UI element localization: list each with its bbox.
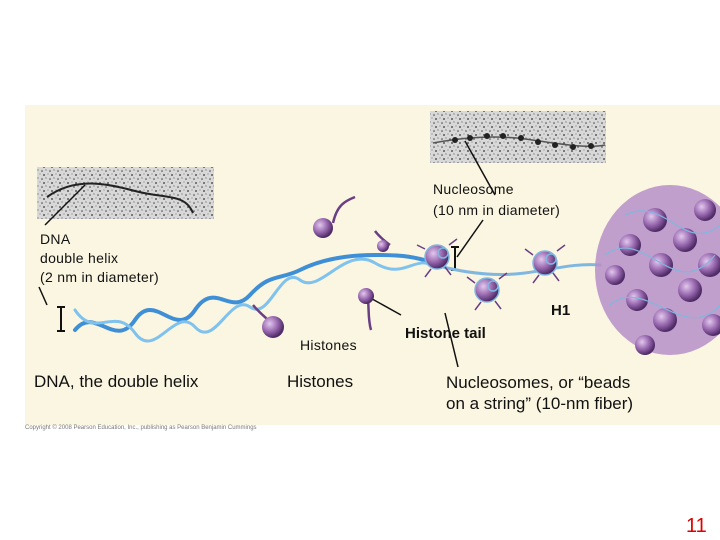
dna-size-label: (2 nm in diameter) <box>40 269 159 285</box>
chromatin-figure: Nucleosome (10 nm in diameter) DNA doubl… <box>25 105 720 425</box>
caption-dna: DNA, the double helix <box>34 372 199 391</box>
dna-double-helix <box>73 252 602 343</box>
histone-tail-label: Histone tail <box>405 325 486 342</box>
caption-nucleosomes-line1: Nucleosomes, or “beads <box>446 373 631 392</box>
nucleosome-size-label: (10 nm in diameter) <box>433 202 561 218</box>
nucleosome-label: Nucleosome <box>433 181 514 197</box>
chromatin-illustration <box>37 111 720 368</box>
dna-label: DNA <box>40 231 71 247</box>
nucleosome-beads <box>416 238 566 311</box>
h1-label: H1 <box>551 302 571 319</box>
caption-nucleosomes-line2: on a string” (10-nm fiber) <box>446 394 634 413</box>
nucleosome-micrograph <box>430 111 606 163</box>
dna-micrograph <box>37 167 214 219</box>
slide-number: 11 <box>686 515 707 537</box>
free-histones <box>252 195 391 334</box>
copyright-notice: Copyright © 2008 Pearson Education, Inc.… <box>25 425 257 431</box>
histones-small-label: Histones <box>300 337 357 353</box>
condensed-chromatin-fiber <box>595 185 720 355</box>
dna-double-helix-label: double helix <box>40 250 119 266</box>
free-histone-balls <box>262 218 389 338</box>
caption-histones: Histones <box>287 372 354 391</box>
